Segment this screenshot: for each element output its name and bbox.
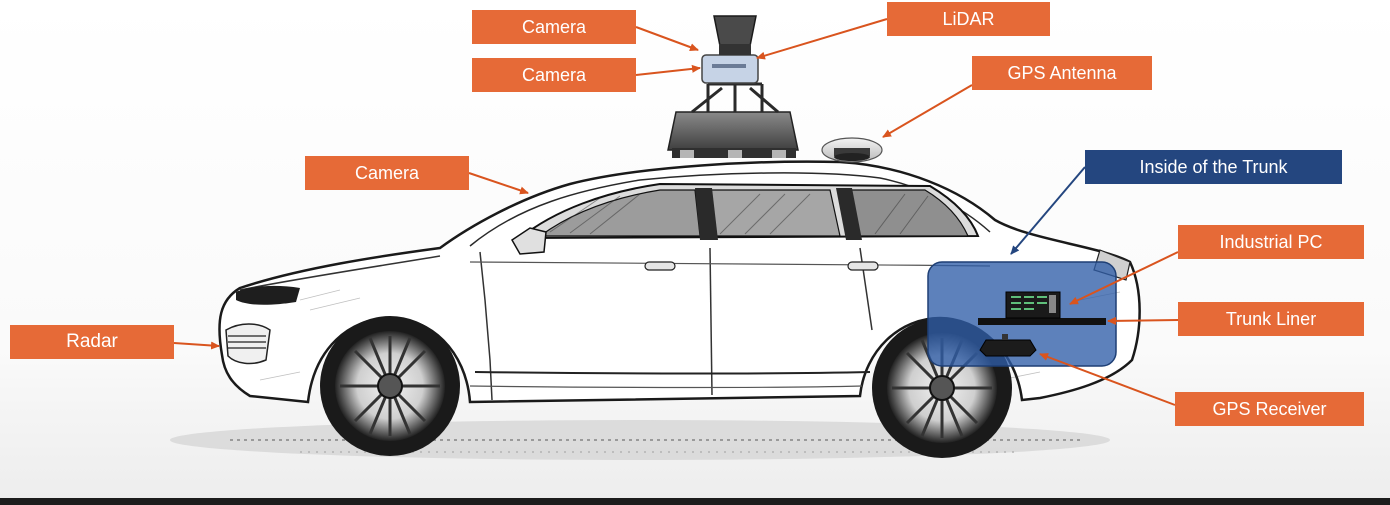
window-bottom-bar — [0, 498, 1390, 505]
arrow-lidar — [756, 18, 888, 60]
label-radar: Radar — [10, 325, 174, 359]
arrow-gps-receiver — [1039, 353, 1176, 406]
leader-arrows — [173, 18, 1179, 406]
arrow-trunk-liner — [1107, 316, 1179, 325]
label-lidar: LiDAR — [887, 2, 1050, 36]
arrow-industrial-pc — [1069, 251, 1179, 305]
label-inside-trunk: Inside of the Trunk — [1085, 150, 1342, 184]
label-gps-antenna: GPS Antenna — [972, 56, 1152, 90]
label-industrial-pc: Industrial PC — [1178, 225, 1364, 259]
arrow-camera-windshield — [468, 172, 529, 195]
industrial-pc-device — [1005, 291, 1061, 319]
arrow-camera-mid — [635, 64, 701, 76]
front-wheel — [320, 316, 460, 456]
gps-receiver-device — [979, 334, 1037, 357]
arrow-gps-antenna — [882, 84, 973, 138]
gps-antenna-puck — [821, 137, 883, 163]
arrow-inside-trunk — [1010, 166, 1086, 255]
label-trunk-liner: Trunk Liner — [1178, 302, 1364, 336]
arrow-radar — [173, 341, 220, 350]
label-camera-roof-front: Camera — [472, 58, 636, 92]
camera-mount-box — [701, 54, 759, 84]
arrow-camera-top — [635, 26, 699, 51]
label-camera-windshield: Camera — [305, 156, 469, 190]
lidar-device — [713, 15, 757, 55]
label-camera-roof-top: Camera — [472, 10, 636, 44]
roof-sensor-rack — [667, 82, 799, 158]
label-gps-receiver: GPS Receiver — [1175, 392, 1364, 426]
